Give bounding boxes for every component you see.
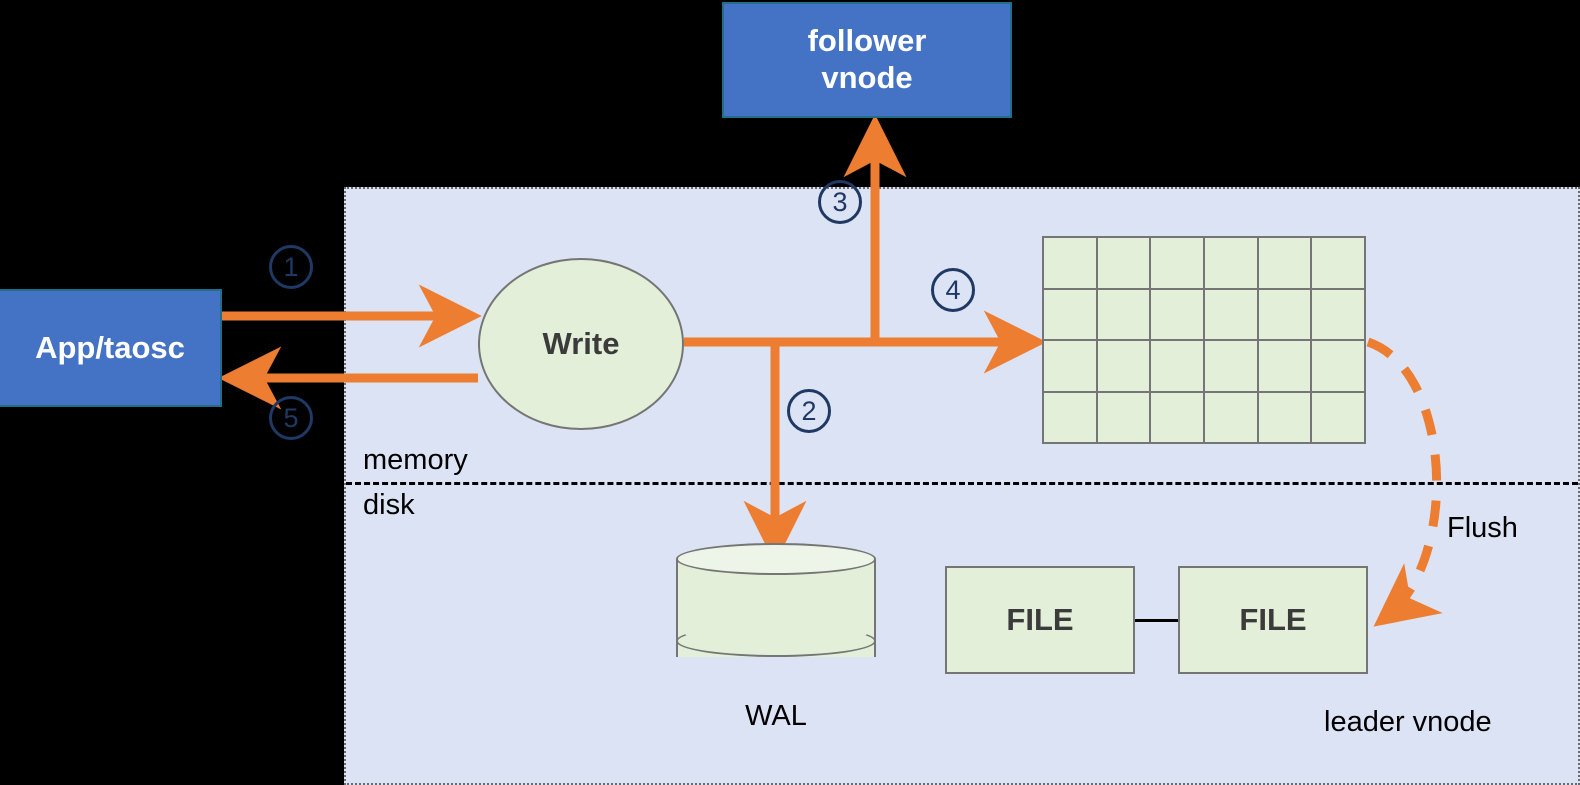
write-node[interactable]: Write bbox=[478, 258, 684, 430]
wal-cylinder-top bbox=[676, 543, 876, 575]
memtable-cell bbox=[1205, 341, 1257, 391]
memtable-cell bbox=[1151, 238, 1203, 288]
wal-cylinder-bottom bbox=[676, 625, 876, 657]
step-marker-4: 4 bbox=[931, 268, 975, 312]
memtable-cell bbox=[1097, 392, 1150, 442]
memtable-cell bbox=[1151, 392, 1203, 442]
disk-label: disk bbox=[363, 489, 415, 521]
write-node-label: Write bbox=[542, 326, 620, 361]
memtable-cell bbox=[1151, 289, 1203, 339]
memtable-cell bbox=[1258, 238, 1311, 288]
file-box-2-label: FILE bbox=[1239, 602, 1307, 637]
leader-vnode-label: leader vnode bbox=[1324, 706, 1492, 738]
memtable-cell bbox=[1312, 238, 1364, 288]
step-marker-2: 2 bbox=[787, 389, 831, 433]
wal-cylinder[interactable] bbox=[676, 543, 876, 673]
file-box-1-label: FILE bbox=[1006, 602, 1074, 637]
memtable-cell bbox=[1205, 392, 1257, 442]
memtable-cell bbox=[1097, 289, 1150, 339]
memtable-cell bbox=[1258, 341, 1311, 391]
memtable-cell bbox=[1312, 289, 1364, 339]
memtable-grid[interactable] bbox=[1042, 236, 1366, 444]
memtable-cell bbox=[1205, 238, 1257, 288]
follower-vnode-box[interactable]: follower vnode bbox=[722, 2, 1012, 118]
file-box-1[interactable]: FILE bbox=[945, 566, 1135, 674]
memtable-cell bbox=[1097, 341, 1150, 391]
memtable-cell bbox=[1097, 238, 1150, 288]
memtable-cell bbox=[1205, 289, 1257, 339]
memory-label: memory bbox=[363, 444, 468, 476]
memory-disk-divider bbox=[346, 482, 1578, 485]
follower-vnode-label: follower vnode bbox=[807, 23, 927, 95]
memtable-cell bbox=[1312, 392, 1364, 442]
step-marker-5: 5 bbox=[269, 396, 313, 440]
memtable-cell bbox=[1044, 341, 1096, 391]
memtable-cell bbox=[1258, 289, 1311, 339]
memtable-cell bbox=[1312, 341, 1364, 391]
file-connector-line bbox=[1135, 619, 1178, 622]
app-taosc-label: App/taosc bbox=[35, 329, 185, 365]
memtable-cell bbox=[1044, 238, 1096, 288]
memtable-cell bbox=[1151, 341, 1203, 391]
wal-label: WAL bbox=[745, 700, 807, 732]
file-box-2[interactable]: FILE bbox=[1178, 566, 1368, 674]
memtable-cell bbox=[1044, 392, 1096, 442]
step-marker-3: 3 bbox=[818, 180, 862, 224]
memtable-cell bbox=[1044, 289, 1096, 339]
step-marker-1: 1 bbox=[269, 245, 313, 289]
app-taosc-box[interactable]: App/taosc bbox=[0, 289, 222, 407]
flush-label: Flush bbox=[1447, 512, 1518, 544]
memtable-cell bbox=[1258, 392, 1311, 442]
